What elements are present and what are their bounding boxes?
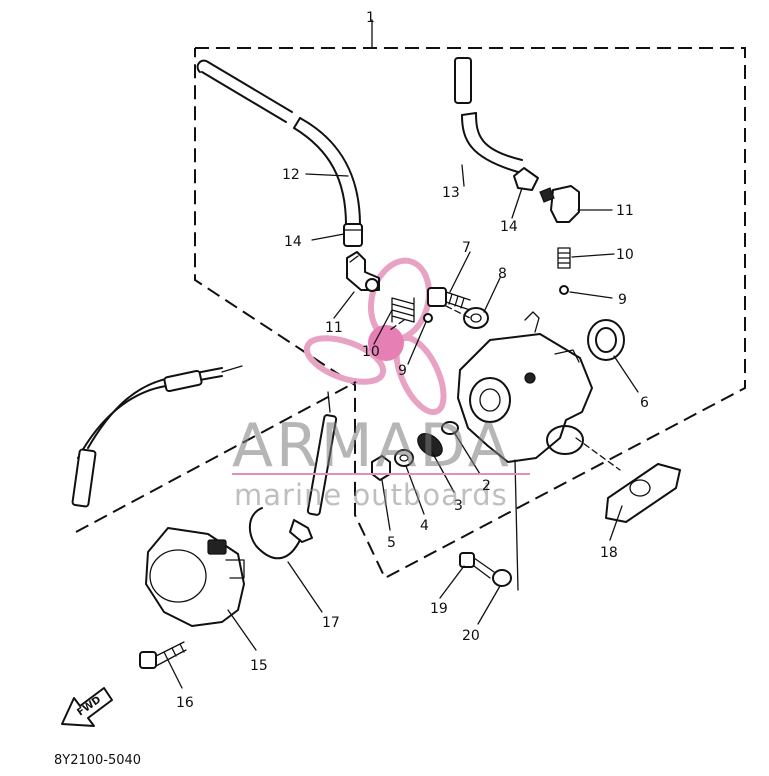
control-cable <box>71 365 243 508</box>
washer-2 <box>441 421 459 435</box>
leader-lines <box>75 305 621 591</box>
clip-14-right <box>513 167 539 191</box>
callout-11-right: 11 <box>616 203 634 219</box>
callout-14-left: 14 <box>284 234 302 250</box>
spring-10-left <box>391 297 415 323</box>
callout-14-right: 14 <box>500 219 518 235</box>
watermark-tagline: marine outboards <box>234 478 508 512</box>
callout-19: 19 <box>430 601 448 617</box>
callout-12: 12 <box>282 167 300 183</box>
washer-4 <box>394 449 414 467</box>
sensor-17 <box>248 391 338 560</box>
callout-11-left: 11 <box>325 320 343 336</box>
part-code: 8Y2100-5040 <box>54 753 141 768</box>
bolt-16 <box>139 641 187 669</box>
elbow-fitting-11-right <box>539 185 580 223</box>
callout-20: 20 <box>462 628 480 644</box>
callout-17: 17 <box>322 615 340 631</box>
gasket-18 <box>605 463 681 523</box>
callout-leaders <box>167 164 639 689</box>
callout-4: 4 <box>420 518 429 534</box>
callout-10-left: 10 <box>362 344 380 360</box>
hose-13 <box>454 57 523 173</box>
callout-8: 8 <box>498 266 507 282</box>
callout-1: 1 <box>366 10 375 26</box>
callout-9-left: 9 <box>398 363 407 379</box>
check-ball-9-right <box>559 285 569 295</box>
callout-13: 13 <box>442 185 460 201</box>
callout-numbers: 1 2 3 4 5 6 7 8 9 9 10 10 11 11 12 13 14… <box>176 10 649 711</box>
callout-15: 15 <box>250 658 268 674</box>
callout-5: 5 <box>387 535 396 551</box>
watermark-brand: ARMADA <box>232 411 512 481</box>
washer-8 <box>463 307 489 329</box>
callout-9-right: 9 <box>618 292 627 308</box>
callout-2: 2 <box>482 478 491 494</box>
pump-cover-15 <box>145 527 245 627</box>
watermark-propeller-logo <box>303 257 447 416</box>
callout-16: 16 <box>176 695 194 711</box>
spring-10-right <box>557 247 571 269</box>
elbow-fitting-11-left <box>346 251 380 292</box>
bolt-19 <box>459 552 495 579</box>
hose-12 <box>196 59 361 226</box>
bolt-7 <box>427 287 471 311</box>
oil-seal-6 <box>587 319 625 361</box>
watermark: ARMADA marine outboards <box>232 411 530 512</box>
callout-10-right: 10 <box>616 247 634 263</box>
forward-arrow-icon: FWD <box>61 687 113 727</box>
callout-3: 3 <box>454 498 463 514</box>
callout-18: 18 <box>600 545 618 561</box>
callout-6: 6 <box>640 395 649 411</box>
pump-lever-3 <box>417 433 443 457</box>
clip-14-left <box>343 223 363 247</box>
washer-20 <box>492 569 512 587</box>
callout-7: 7 <box>462 240 471 256</box>
check-ball-9-left <box>423 313 433 323</box>
oil-pump-body <box>457 311 593 463</box>
assembly-boundary <box>194 19 746 580</box>
